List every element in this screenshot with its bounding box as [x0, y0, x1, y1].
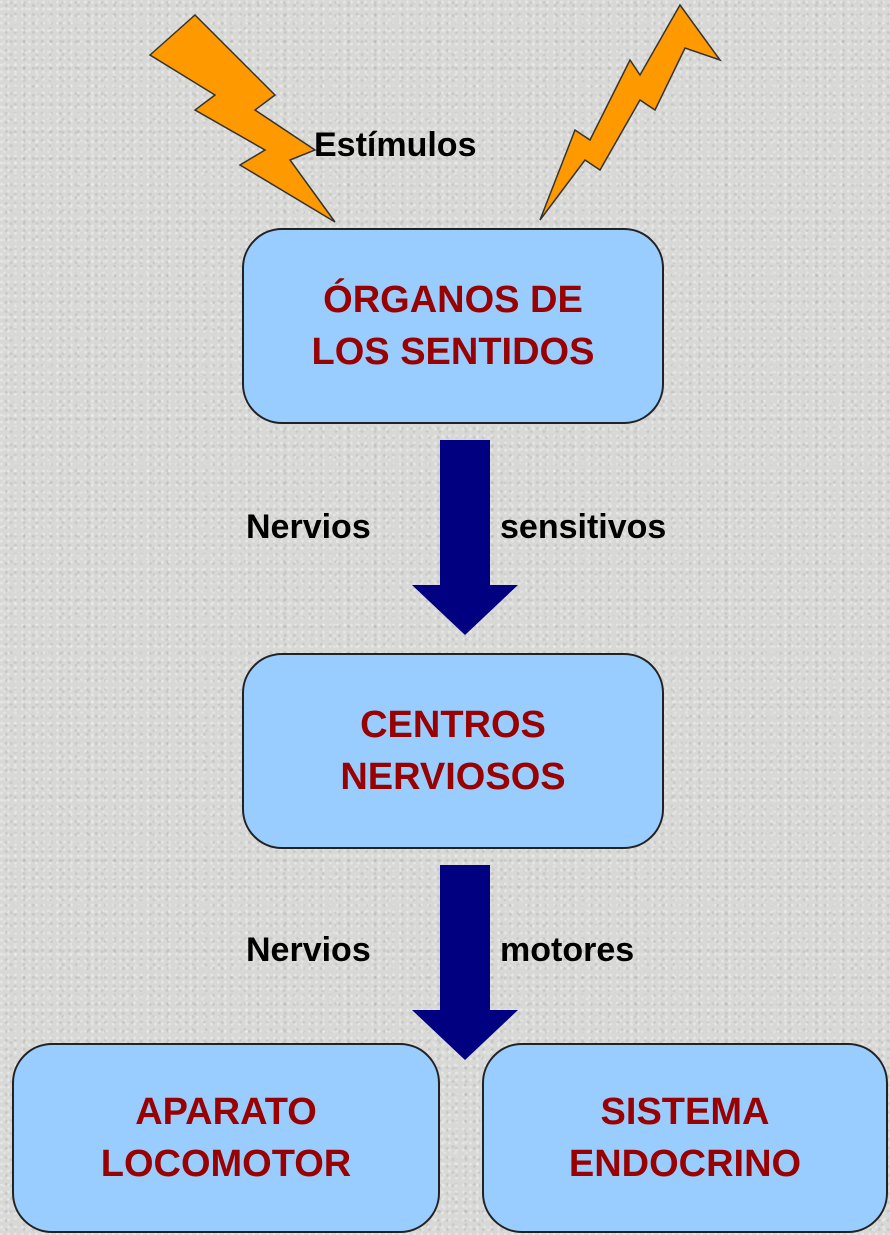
- lightning-bolt-icon: [539, 3, 723, 221]
- stimulus-label: Estímulos: [314, 126, 477, 164]
- box-line: APARATO: [135, 1091, 317, 1133]
- aparato-locomotor-box: APARATO LOCOMOTOR: [12, 1043, 440, 1233]
- motor-nerves-left-label: Nervios: [246, 931, 371, 969]
- sistema-endocrino-box: SISTEMA ENDOCRINO: [482, 1043, 888, 1233]
- motor-nerves-right-label: motores: [500, 931, 635, 969]
- down-arrow-icon: [412, 865, 518, 1060]
- box-line: LOS SENTIDOS: [311, 331, 595, 373]
- down-arrow-icon: [412, 440, 518, 635]
- lightning-bolt-icon: [148, 13, 336, 223]
- box-line: NERVIOSOS: [340, 756, 566, 798]
- sensitive-nerves-right-label: sensitivos: [500, 508, 667, 546]
- sensitive-nerves-left-label: Nervios: [246, 508, 371, 546]
- box-line: LOCOMOTOR: [100, 1143, 352, 1185]
- box-line: ÓRGANOS DE: [323, 279, 583, 321]
- centros-nerviosos-box: CENTROS NERVIOSOS: [242, 653, 664, 849]
- box-line: ENDOCRINO: [568, 1143, 802, 1185]
- box-line: CENTROS: [360, 704, 546, 746]
- organos-de-los-sentidos-box: ÓRGANOS DE LOS SENTIDOS: [242, 228, 664, 424]
- box-line: SISTEMA: [600, 1091, 770, 1133]
